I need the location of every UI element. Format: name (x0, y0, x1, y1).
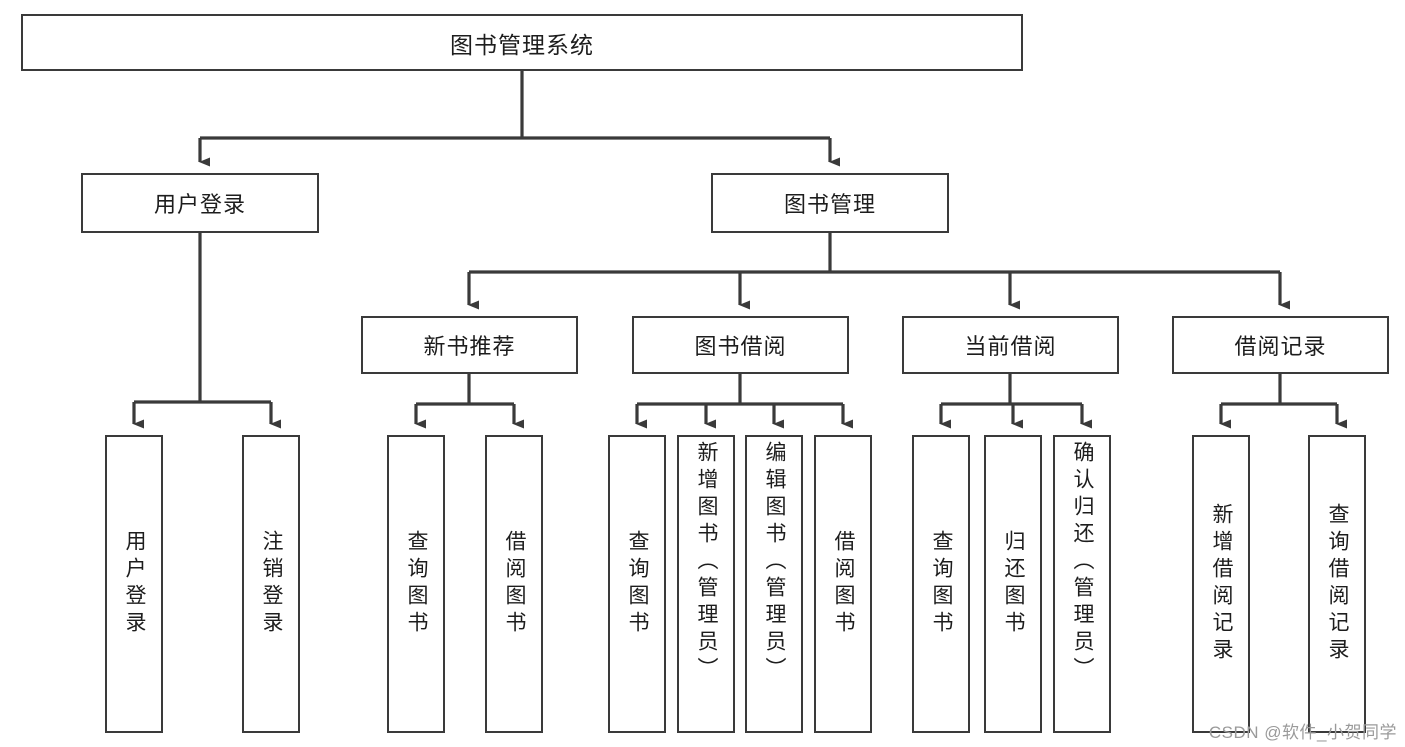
node-book-manage[interactable]: 图书管理 (711, 173, 949, 233)
node-borrow-record-label: 借阅记录 (1234, 334, 1327, 359)
leaf-add-book-label: 新增图书（管理员） (695, 441, 719, 684)
leaf-query-book-borrow-label: 查询图书 (626, 530, 650, 638)
leaf-borrow-book-recommend-label: 借阅图书 (503, 530, 527, 638)
node-borrow-record[interactable]: 借阅记录 (1172, 316, 1389, 374)
leaf-add-book[interactable]: 新增图书（管理员） (677, 435, 735, 733)
node-current-borrow-label: 当前借阅 (964, 334, 1057, 359)
node-book-manage-label: 图书管理 (783, 192, 876, 217)
node-book-borrow-label: 图书借阅 (694, 334, 787, 359)
node-root[interactable]: 图书管理系统 (21, 14, 1023, 71)
leaf-user-login-label: 用户登录 (123, 530, 147, 638)
node-new-book-recommend-label: 新书推荐 (423, 334, 516, 359)
leaf-borrow-book[interactable]: 借阅图书 (814, 435, 872, 733)
leaf-logout-label: 注销登录 (260, 530, 284, 638)
leaf-query-book-borrow[interactable]: 查询图书 (608, 435, 666, 733)
watermark: CSDN @软件_小贺同学 (1208, 723, 1397, 742)
leaf-query-book-current-label: 查询图书 (930, 530, 954, 638)
leaf-add-borrow-record-label: 新增借阅记录 (1210, 503, 1234, 665)
node-root-label: 图书管理系统 (450, 31, 594, 58)
leaf-query-book-recommend-label: 查询图书 (405, 530, 429, 638)
leaf-return-book-label: 归还图书 (1002, 530, 1026, 638)
leaf-return-book[interactable]: 归还图书 (984, 435, 1042, 733)
leaf-query-book-recommend[interactable]: 查询图书 (387, 435, 445, 733)
node-new-book-recommend[interactable]: 新书推荐 (361, 316, 578, 374)
leaf-confirm-return-label: 确认归还（管理员） (1071, 441, 1095, 684)
leaf-edit-book[interactable]: 编辑图书（管理员） (745, 435, 803, 733)
leaf-query-borrow-record-label: 查询借阅记录 (1326, 503, 1350, 665)
leaf-edit-book-label: 编辑图书（管理员） (763, 441, 787, 684)
leaf-borrow-book-label: 借阅图书 (832, 530, 856, 638)
node-current-borrow[interactable]: 当前借阅 (902, 316, 1119, 374)
node-user-login-label: 用户登录 (153, 192, 246, 217)
node-user-login[interactable]: 用户登录 (81, 173, 319, 233)
leaf-borrow-book-recommend[interactable]: 借阅图书 (485, 435, 543, 733)
leaf-query-borrow-record[interactable]: 查询借阅记录 (1308, 435, 1366, 733)
node-book-borrow[interactable]: 图书借阅 (632, 316, 849, 374)
leaf-confirm-return[interactable]: 确认归还（管理员） (1053, 435, 1111, 733)
leaf-add-borrow-record[interactable]: 新增借阅记录 (1192, 435, 1250, 733)
leaf-query-book-current[interactable]: 查询图书 (912, 435, 970, 733)
leaf-logout[interactable]: 注销登录 (242, 435, 300, 733)
leaf-user-login[interactable]: 用户登录 (105, 435, 163, 733)
